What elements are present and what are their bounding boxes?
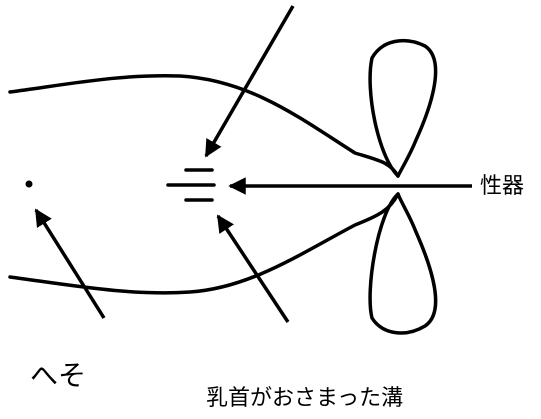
arrow-to-navel xyxy=(34,208,106,319)
body-outline-upper xyxy=(8,74,400,178)
body-outline-lower xyxy=(8,192,400,295)
tail-fluke-upper xyxy=(368,38,438,178)
label-genital: 性器 xyxy=(480,174,525,199)
tail-fluke-lower xyxy=(368,192,438,335)
label-navel: へそ xyxy=(30,359,87,392)
arrow-to-lower-groove xyxy=(216,214,290,323)
arrow-to-upper-groove xyxy=(204,5,295,158)
label-mammary-slit: 乳首がおさまった溝 xyxy=(206,386,404,411)
navel-dot xyxy=(25,180,33,188)
